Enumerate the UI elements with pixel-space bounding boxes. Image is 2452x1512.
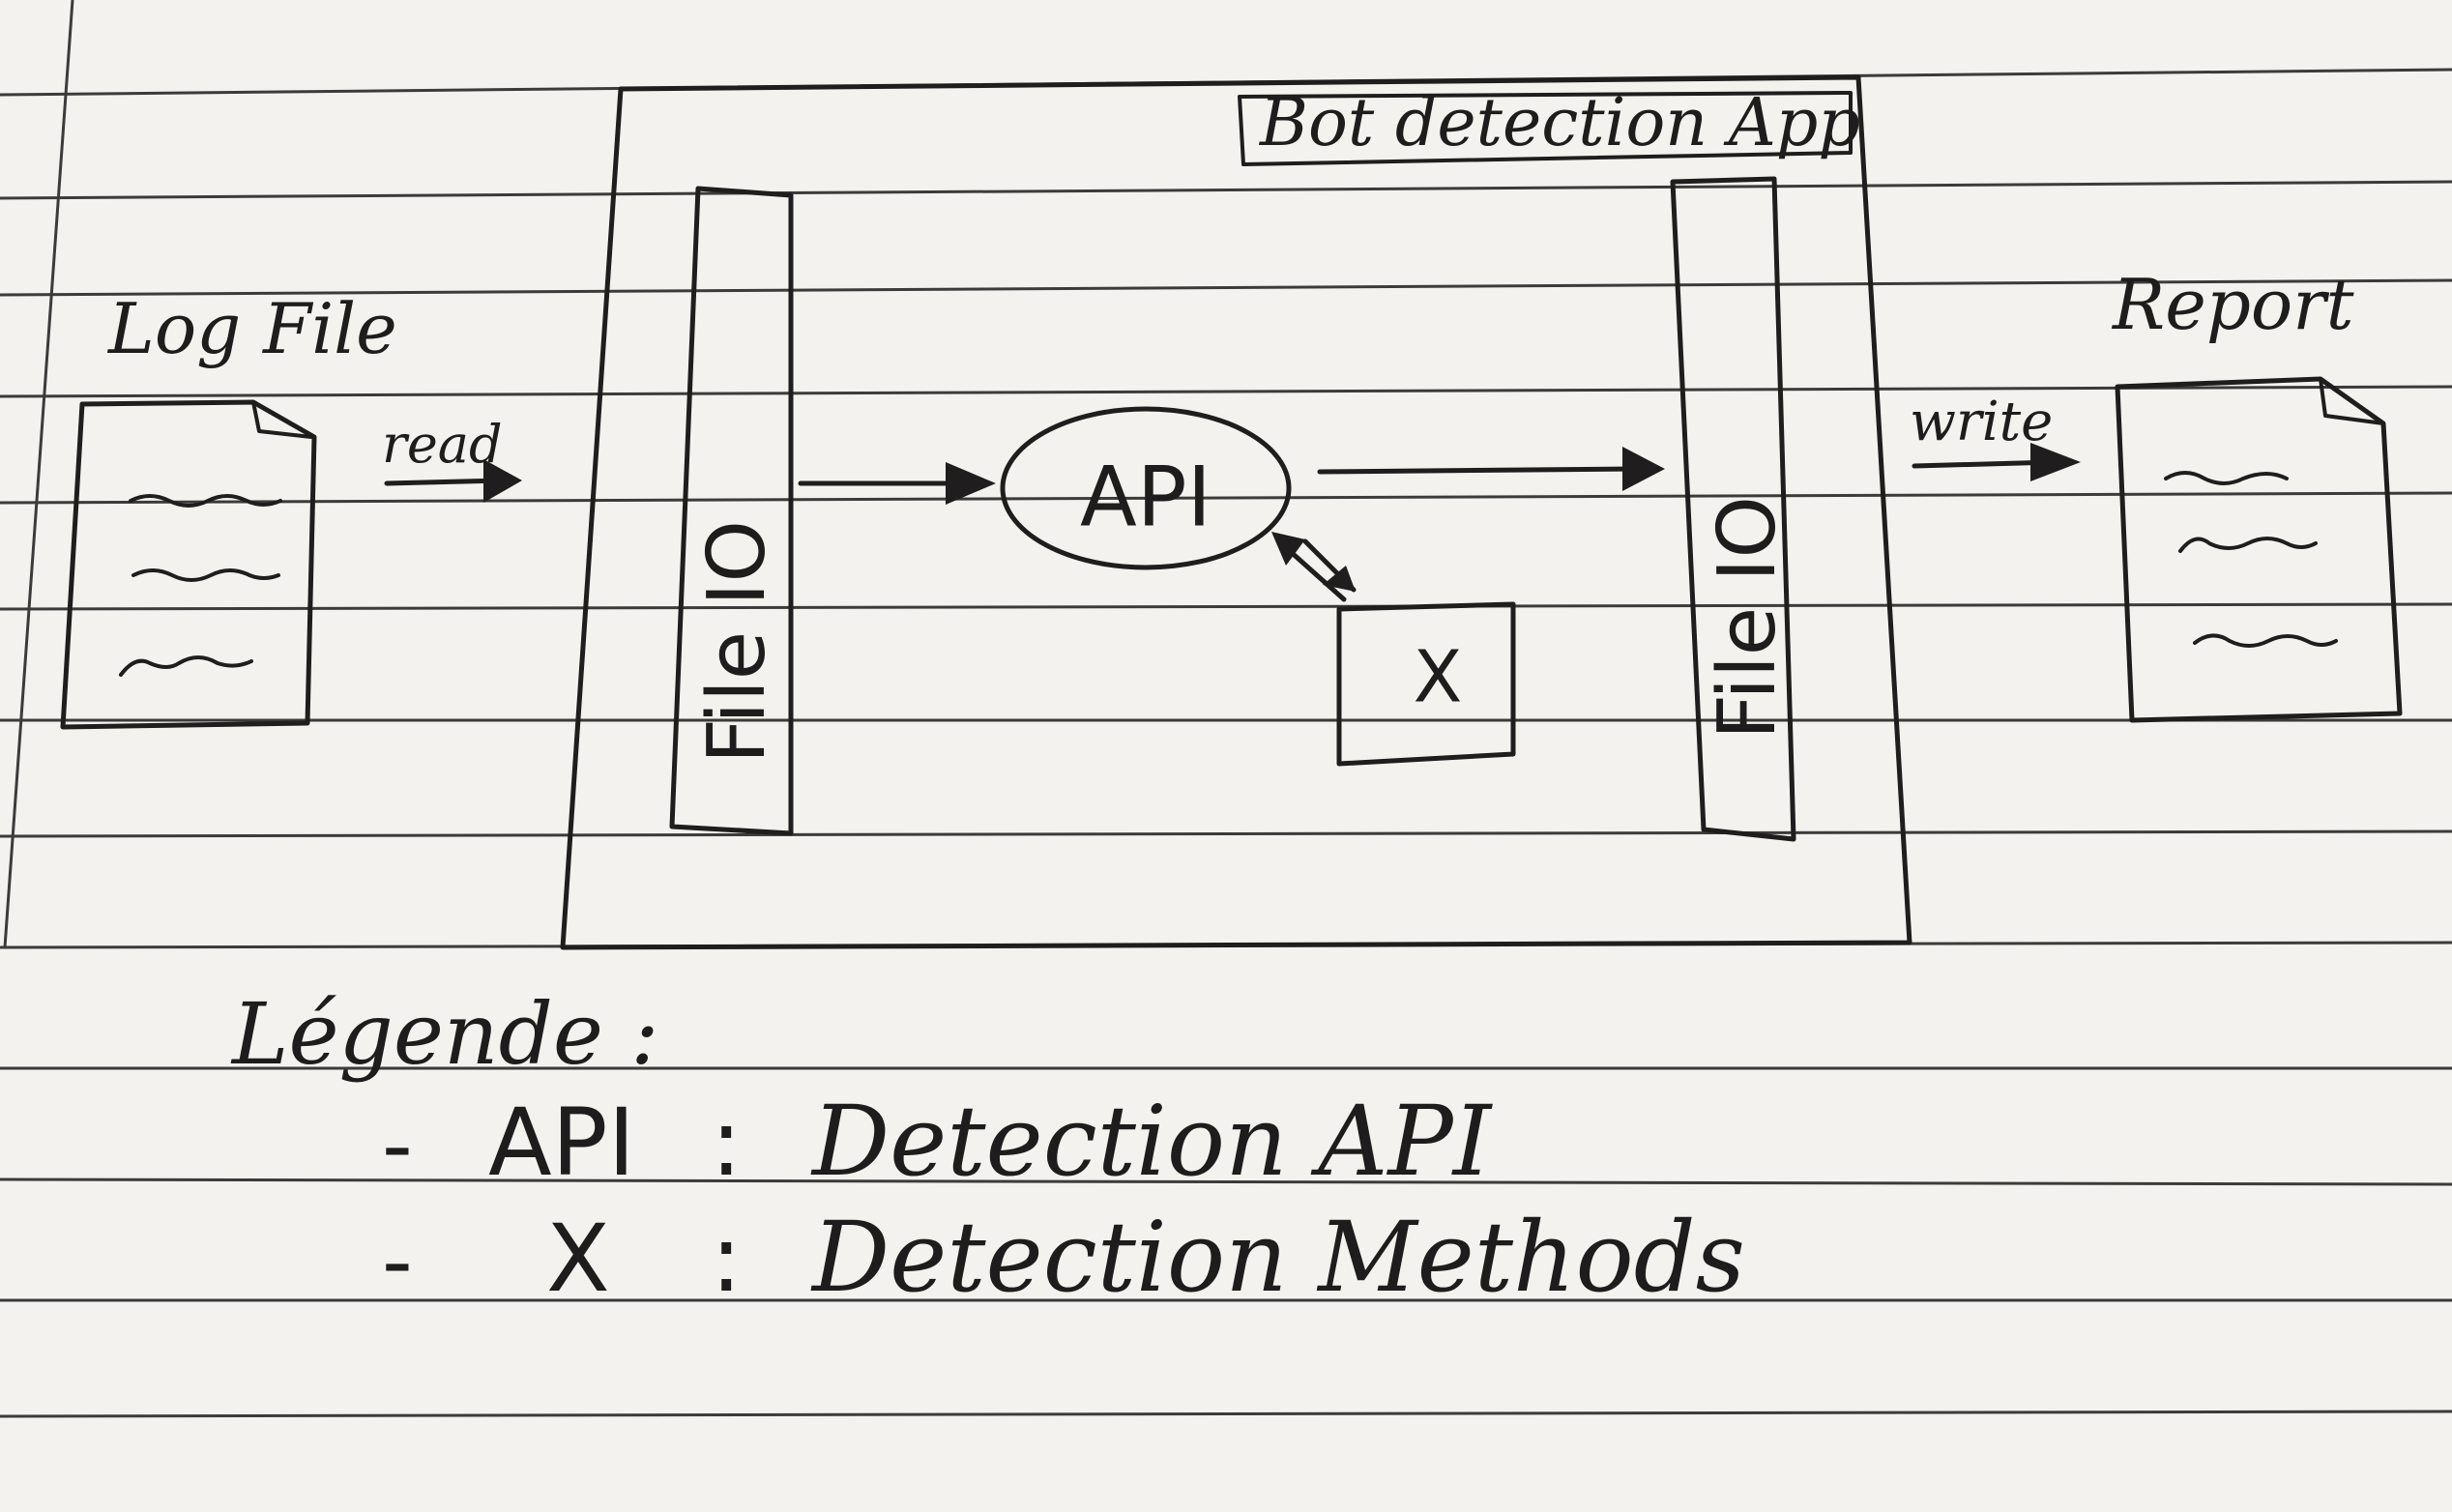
api-node: API (1000, 406, 1292, 570)
app-container-label: Bot detection App (1258, 85, 1860, 161)
legend-item-dash: - (382, 1211, 413, 1311)
arrow-api-to-io (1317, 447, 1665, 491)
legend-title: Légende : (230, 984, 659, 1084)
legend-item-value: Detection Methods (810, 1201, 1745, 1314)
read-arrow-label: read (382, 414, 503, 475)
arrow-io-to-api (798, 462, 996, 505)
legend-item-x: - X : Detection Methods (382, 1201, 1745, 1314)
legend-item-separator: : (711, 1205, 742, 1313)
write-arrow-label: write (1910, 391, 2053, 453)
api-node-label: API (1080, 449, 1211, 545)
legend-item-value: Detection API (810, 1085, 1494, 1198)
legend-item-key: API (488, 1089, 635, 1197)
notebook-ruling (0, 0, 2452, 1418)
read-arrow: read (382, 414, 522, 503)
left-file-io: File IO (669, 186, 794, 836)
right-file-io: File IO (1670, 176, 1796, 842)
legend: Légende : - API : Detection API - X : De… (230, 984, 1745, 1314)
x-node-label: X (1414, 636, 1463, 719)
legend-item-api: - API : Detection API (382, 1085, 1494, 1198)
app-container: Bot detection App (560, 74, 1912, 950)
left-file-io-label: File IO (691, 520, 783, 764)
report-label: Report (2111, 264, 2355, 345)
write-arrow: write (1910, 391, 2081, 481)
x-node: X (1336, 601, 1516, 767)
log-file-document: Log File (60, 288, 397, 730)
arrow-api-x-bidirectional (1271, 532, 1357, 602)
log-file-label: Log File (106, 288, 397, 369)
right-file-io-label: File IO (1702, 496, 1794, 740)
legend-item-separator: : (711, 1089, 742, 1197)
legend-item-dash: - (382, 1095, 413, 1195)
margin-line (3, 0, 74, 948)
legend-item-key: X (546, 1205, 610, 1313)
report-document: Report (2111, 264, 2403, 723)
